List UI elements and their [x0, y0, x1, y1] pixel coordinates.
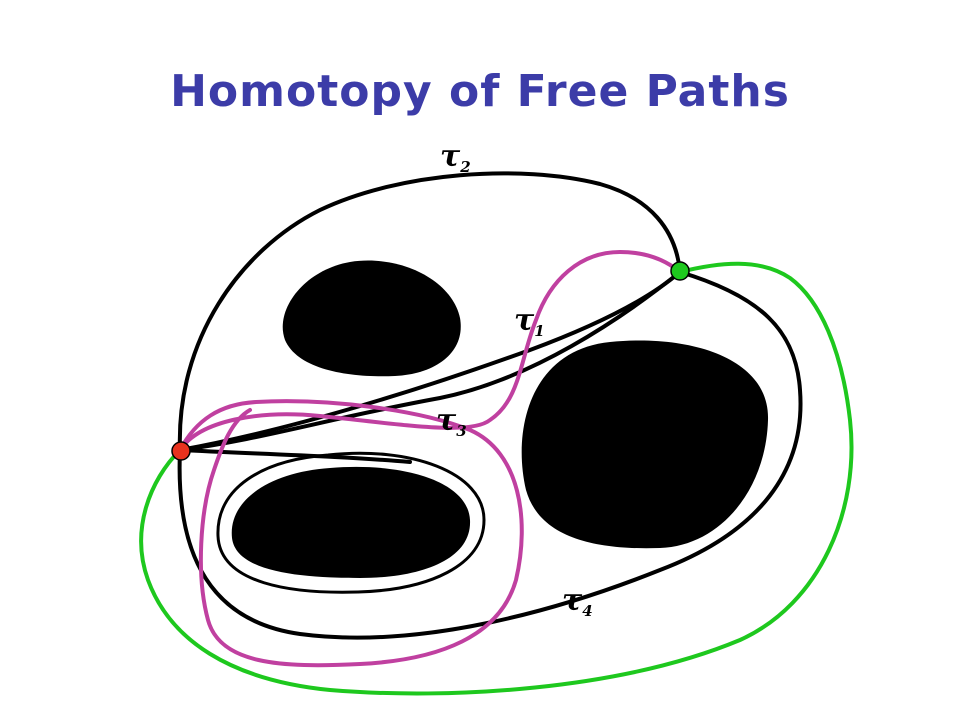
label-tau3: τ3 — [436, 403, 467, 440]
end-point — [670, 261, 690, 281]
label-tau1: τ1 — [514, 303, 545, 340]
path-tau2 — [177, 171, 682, 452]
label-tau2: τ2 — [440, 139, 471, 176]
slide-title: Homotopy of Free Paths — [170, 66, 790, 117]
loop-green — [139, 261, 854, 696]
label-tau4: τ4 — [562, 583, 593, 620]
obstacle-right — [521, 340, 769, 549]
start-point — [171, 441, 191, 461]
path-inner-bottom — [178, 448, 412, 464]
obstacle-bottom-ring — [216, 451, 486, 594]
path-tau4 — [177, 270, 803, 640]
obstacle-top-left — [282, 260, 461, 377]
loop-magenta-return — [178, 399, 524, 668]
path-tau1 — [178, 270, 682, 452]
obstacle-bottom-left — [231, 466, 471, 578]
loop-magenta — [178, 249, 682, 452]
path-tau3 — [178, 270, 682, 452]
